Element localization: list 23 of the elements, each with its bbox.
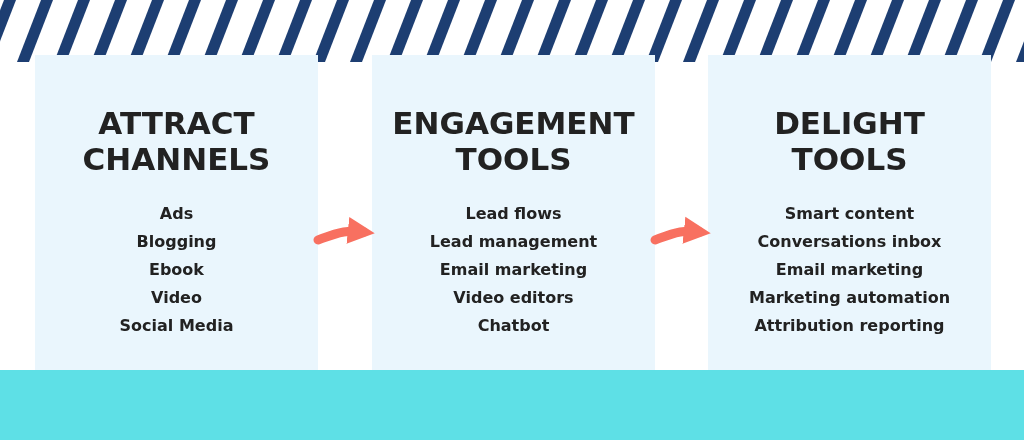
column-panel [708, 55, 991, 370]
list-item: Ebook [148, 259, 205, 281]
list-item: Lead management [428, 231, 599, 253]
list-item: Lead flows [464, 203, 563, 225]
list-item: Email marketing [774, 259, 925, 281]
list-item: Blogging [135, 231, 218, 253]
list-item: Conversations inbox [756, 231, 943, 253]
list-item: Social Media [118, 315, 235, 337]
column-title: DELIGHT TOOLS [773, 105, 926, 177]
list-item: Marketing automation [748, 287, 951, 309]
column-panel [372, 55, 655, 370]
arrow [313, 216, 375, 245]
column-title: ATTRACT CHANNELS [81, 105, 272, 177]
column-panel [35, 55, 318, 370]
list-item: Email marketing [438, 259, 589, 281]
list-item: Smart content [783, 203, 916, 225]
list-item: Ads [158, 203, 195, 225]
column-title: ENGAGEMENT TOOLS [391, 105, 636, 177]
list-item: Chatbot [476, 315, 551, 337]
list-item: Video [150, 287, 203, 309]
list-item: Video editors [452, 287, 575, 309]
list-item: Attribution reporting [753, 315, 946, 337]
arrow [650, 216, 711, 245]
